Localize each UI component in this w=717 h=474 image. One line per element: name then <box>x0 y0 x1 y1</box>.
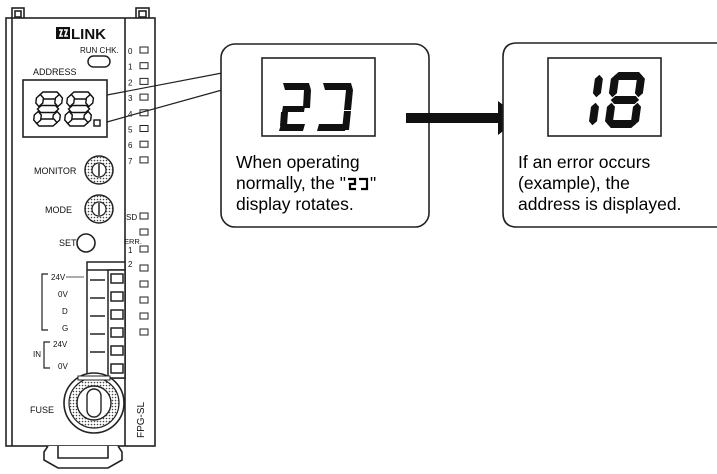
callout-normal <box>220 43 430 228</box>
in-0v-label: 0V <box>58 362 68 371</box>
run-chk-label: RUN CHK. <box>80 46 119 55</box>
indicator-led-2 <box>139 77 149 85</box>
set-button[interactable] <box>76 233 96 253</box>
error-display-digits <box>589 72 645 128</box>
rot-left-top <box>283 83 311 90</box>
address-digit-1 <box>32 91 64 127</box>
extra-leds <box>139 264 149 336</box>
err-indicator-2-label: 2 <box>128 260 133 269</box>
mode-label: MODE <box>45 205 72 215</box>
rot-right-bottom <box>317 124 347 131</box>
mode-rotary-switch[interactable] <box>84 194 114 224</box>
callout-normal-line2-pre: normally, the " <box>236 173 346 193</box>
rot-left-bottom <box>279 124 305 131</box>
segment-a <box>614 72 643 80</box>
in-24v-label: 24V <box>53 340 68 349</box>
sd-led <box>139 212 149 220</box>
segment-b <box>592 74 603 98</box>
indicator-label-6: 6 <box>128 141 133 150</box>
callout-normal-line3: display rotates. <box>236 194 354 214</box>
callout-error-line3: address is displayed. <box>518 194 682 214</box>
segment-e <box>605 102 615 126</box>
callout-normal-text: When operating normally, the " " display… <box>236 152 376 215</box>
segment-d <box>607 120 636 128</box>
indicator-label-2: 2 <box>128 78 133 87</box>
address-digit-2 <box>63 91 95 127</box>
indicator-led-5 <box>139 125 149 132</box>
indicator-label-7: 7 <box>128 157 133 166</box>
terminal-24v-label: 24V <box>51 273 66 282</box>
model-label: FPG-SL <box>136 401 147 438</box>
indicator-led-1 <box>139 62 149 70</box>
callout-error-display <box>547 57 662 137</box>
terminal-labels: 24V 0V D G IN 24V 0V <box>33 273 84 371</box>
indicator-led-7 <box>139 156 149 164</box>
leader-lines <box>106 72 223 123</box>
callout-error-text: If an error occurs (example), the addres… <box>518 152 681 215</box>
set-label: SET <box>59 238 77 248</box>
terminal-0v-label: 0V <box>58 290 68 299</box>
run-chk-button[interactable] <box>87 55 111 68</box>
terminal-g-label: G <box>62 324 68 333</box>
indicator-label-3: 3 <box>128 94 133 103</box>
error-digit-2 <box>605 72 645 128</box>
segment-g <box>610 96 640 104</box>
indicator-led-6 <box>139 140 149 148</box>
callout-error-line1: If an error occurs <box>518 152 651 172</box>
terminal-d-label: D <box>62 307 68 316</box>
address-display-digits <box>32 91 101 127</box>
callout-error <box>502 42 717 228</box>
rot-right-top <box>323 83 353 90</box>
fuse-holder[interactable] <box>63 372 125 434</box>
address-label: ADDRESS <box>33 67 77 77</box>
err-label: ERR. <box>124 237 142 246</box>
rot-left-middle <box>282 106 305 112</box>
monitor-label: MONITOR <box>34 166 77 176</box>
sd-label: SD <box>126 213 137 222</box>
brand-text: LINK <box>71 26 106 43</box>
address-decimal-point <box>93 119 101 127</box>
error-digit-1 <box>589 74 603 126</box>
callout-normal-line2-post: " <box>369 173 377 193</box>
slink-module <box>5 7 156 469</box>
err-indicator-1-label: 1 <box>128 246 133 255</box>
indicator-label-5: 5 <box>128 126 133 135</box>
err-led <box>139 228 149 236</box>
rot-right-upper <box>344 90 353 110</box>
indicator-label-1: 1 <box>128 63 133 72</box>
indicator-label-0: 0 <box>128 47 133 56</box>
callout-normal-line2: normally, the " " <box>236 173 376 194</box>
callout-error-line2: (example), the <box>518 173 630 193</box>
err-indicator-1-led <box>139 245 149 253</box>
indicator-label-4: 4 <box>128 110 133 119</box>
segment-f <box>608 74 619 98</box>
segment-c <box>631 102 641 126</box>
fuse-label: FUSE <box>30 405 54 415</box>
callout-normal-display <box>261 57 376 137</box>
callout-normal-line1: When operating <box>236 152 360 172</box>
indicator-led-0 <box>139 46 149 54</box>
segment-c <box>589 102 599 126</box>
rot-left-lower-left <box>280 112 288 126</box>
monitor-rotary-switch[interactable] <box>84 155 114 185</box>
brand-logo: LINK <box>56 26 106 43</box>
rotating-glyph-icon <box>347 177 369 191</box>
in-label: IN <box>33 350 41 359</box>
indicator-led-3 <box>139 93 149 101</box>
rotating-display-digits <box>279 83 353 131</box>
indicator-leds: 0 1 2 3 4 5 6 7 <box>128 46 149 166</box>
segment-b <box>634 74 645 98</box>
address-display <box>22 79 108 138</box>
rot-left-upper-right <box>303 90 311 108</box>
terminal-block <box>86 261 126 379</box>
